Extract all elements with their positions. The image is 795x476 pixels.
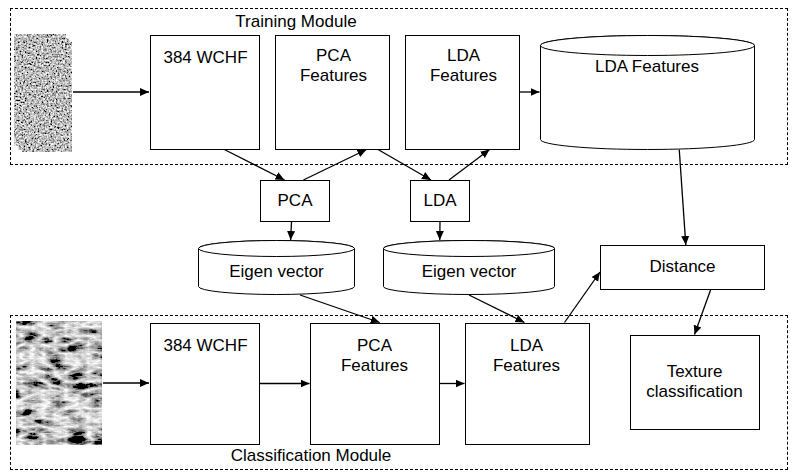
flow-arrow [520, 91, 540, 92]
process-box: Distance [600, 245, 765, 290]
node-label: PCA Features [288, 46, 380, 86]
flow-arrow [260, 383, 310, 384]
cylinder-body [384, 241, 555, 295]
node-label: Distance [601, 257, 764, 277]
process-box: Texture classification [630, 335, 760, 430]
node-label: 384 WCHF [156, 48, 256, 68]
process-box: 384 WCHF [150, 35, 260, 150]
cylinder-top [384, 241, 555, 257]
flow-arrow [440, 383, 465, 384]
flow-arrow [469, 295, 525, 323]
node-label: LDA Features [540, 57, 755, 77]
cylinder-top [540, 35, 754, 55]
cylinder-outline [540, 35, 755, 150]
image-arrow [103, 382, 149, 383]
cylinder-body [540, 35, 754, 149]
database-cylinder: LDA Features [540, 35, 755, 150]
module-frame: Classification Module 384 WCHF PCA Feature… [10, 315, 788, 470]
flow-arrow [303, 150, 366, 181]
flow-arrow [378, 150, 431, 181]
flow-arrow [290, 222, 292, 240]
database-cylinder: Eigen vector [383, 240, 555, 295]
cylinder-top [199, 241, 355, 257]
process-box: PCA Features [310, 323, 440, 445]
process-box: PCA [260, 180, 330, 222]
process-box: PCA Features [275, 35, 390, 150]
cylinder-body [199, 241, 355, 295]
process-box: LDA Features [405, 35, 520, 150]
query-texture-image [16, 321, 102, 445]
flow-arrow [565, 272, 601, 323]
node-label: Eigen vector [198, 262, 355, 282]
flow-arrow [300, 295, 380, 323]
module-label: Training Module [211, 12, 381, 32]
node-label: 384 WCHF [156, 336, 256, 356]
node-label: LDA [411, 191, 469, 211]
flow-arrow [224, 150, 284, 181]
image-arrow [73, 91, 149, 92]
process-box: LDA [410, 180, 470, 222]
flow-arrow [449, 150, 490, 181]
node-label: PCA Features [329, 336, 421, 376]
process-box: 384 WCHF [150, 323, 260, 445]
node-label: LDA Features [418, 46, 510, 86]
node-label: Eigen vector [383, 262, 555, 282]
node-label: Texture classification [636, 362, 754, 402]
database-cylinder: Eigen vector [198, 240, 355, 295]
flow-arrow [695, 290, 711, 335]
module-frame: Training Module 384 WCHF PCA Features LDA F… [10, 8, 788, 165]
training-texture-image [14, 34, 72, 152]
node-label: LDA Features [481, 336, 573, 376]
flow-arrow [439, 222, 441, 240]
process-box: LDA Features [465, 323, 590, 445]
flow-arrow [679, 150, 686, 246]
module-label: Classification Module [211, 446, 411, 466]
node-label: PCA [261, 191, 329, 211]
